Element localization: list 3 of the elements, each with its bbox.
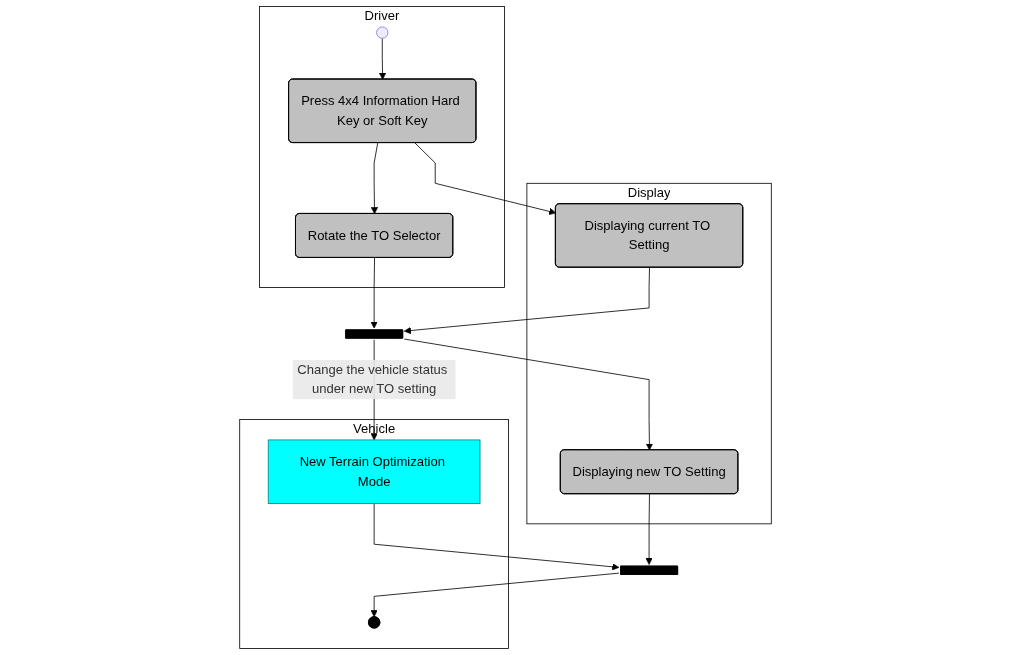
edge-label: Change the vehicle status under new TO setting [297,362,448,396]
node-box: New Terrain Optimization Mode [267,439,481,504]
node-circle [376,26,389,39]
